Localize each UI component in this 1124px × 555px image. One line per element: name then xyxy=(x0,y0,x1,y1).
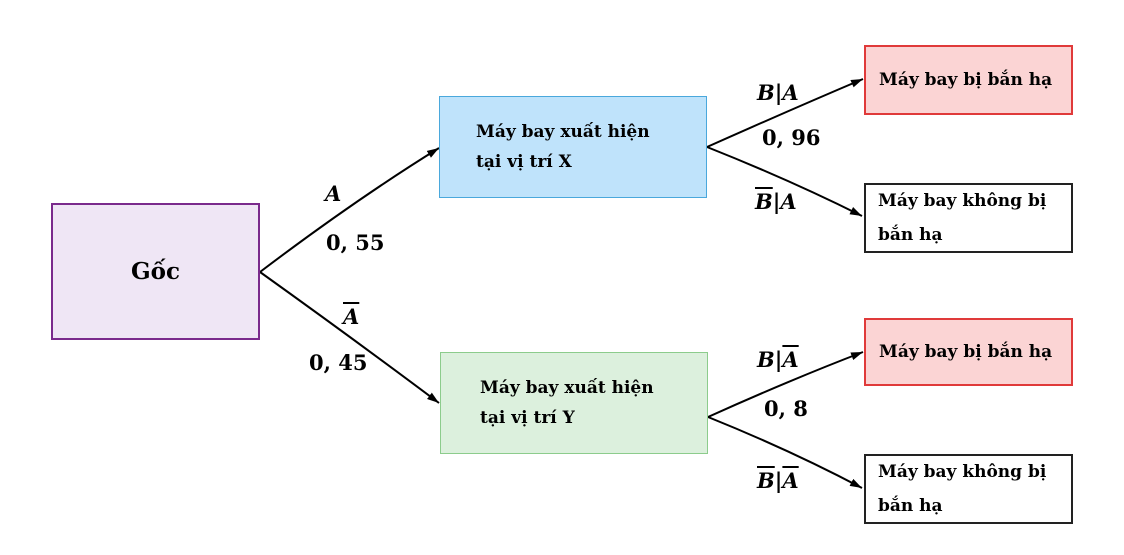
node-miss-x-line-2: bắn hạ xyxy=(878,225,943,245)
node-position-x: Máy bay xuất hiện tại vị trí X xyxy=(439,96,707,198)
edge-x-hit-prob: 0, 96 xyxy=(762,125,821,150)
node-hit-x-line-1: Máy bay bị bắn hạ xyxy=(879,70,1053,90)
node-miss-x-line-1: Máy bay không bị xyxy=(878,191,1047,211)
node-miss-y-line-1: Máy bay không bị xyxy=(878,462,1047,482)
node-hit-y-line-1: Máy bay bị bắn hạ xyxy=(879,342,1053,362)
edge-y-hit-event: B|A xyxy=(757,347,799,372)
node-miss-from-y: Máy bay không bị bắn hạ xyxy=(864,454,1073,524)
node-y-line-2: tại vị trí Y xyxy=(480,408,575,428)
node-root-label: Gốc xyxy=(131,257,180,285)
edge-root-y-prob: 0, 45 xyxy=(309,350,368,375)
event-a-complement: A xyxy=(343,304,360,329)
edge-y-to-hit xyxy=(707,351,864,418)
node-miss-y-line-2: bắn hạ xyxy=(878,496,943,516)
node-miss-from-x: Máy bay không bị bắn hạ xyxy=(864,183,1073,253)
event-a: A xyxy=(325,181,342,206)
edge-y-miss-event: B|A xyxy=(757,468,799,493)
edge-x-miss-event: B|A xyxy=(755,189,797,214)
node-x-line-2: tại vị trí X xyxy=(476,152,572,172)
node-hit-from-y: Máy bay bị bắn hạ xyxy=(864,318,1073,386)
edge-root-x-event: A xyxy=(325,183,341,204)
edge-x-hit-event: B|A xyxy=(757,80,799,105)
node-root: Gốc xyxy=(51,203,260,340)
node-y-line-1: Máy bay xuất hiện xyxy=(480,378,654,398)
edge-root-x-prob: 0, 55 xyxy=(326,230,385,255)
edge-root-to-x xyxy=(259,147,440,273)
edge-root-y-event: A xyxy=(343,306,359,327)
edge-root-to-y xyxy=(259,271,440,404)
node-position-y: Máy bay xuất hiện tại vị trí Y xyxy=(440,352,708,454)
edge-y-to-miss xyxy=(707,416,863,489)
node-x-line-1: Máy bay xuất hiện xyxy=(476,122,650,142)
node-hit-from-x: Máy bay bị bắn hạ xyxy=(864,45,1073,115)
edge-x-to-miss xyxy=(706,146,863,217)
edge-y-hit-prob: 0, 8 xyxy=(764,396,808,421)
edge-x-to-hit xyxy=(706,78,864,148)
